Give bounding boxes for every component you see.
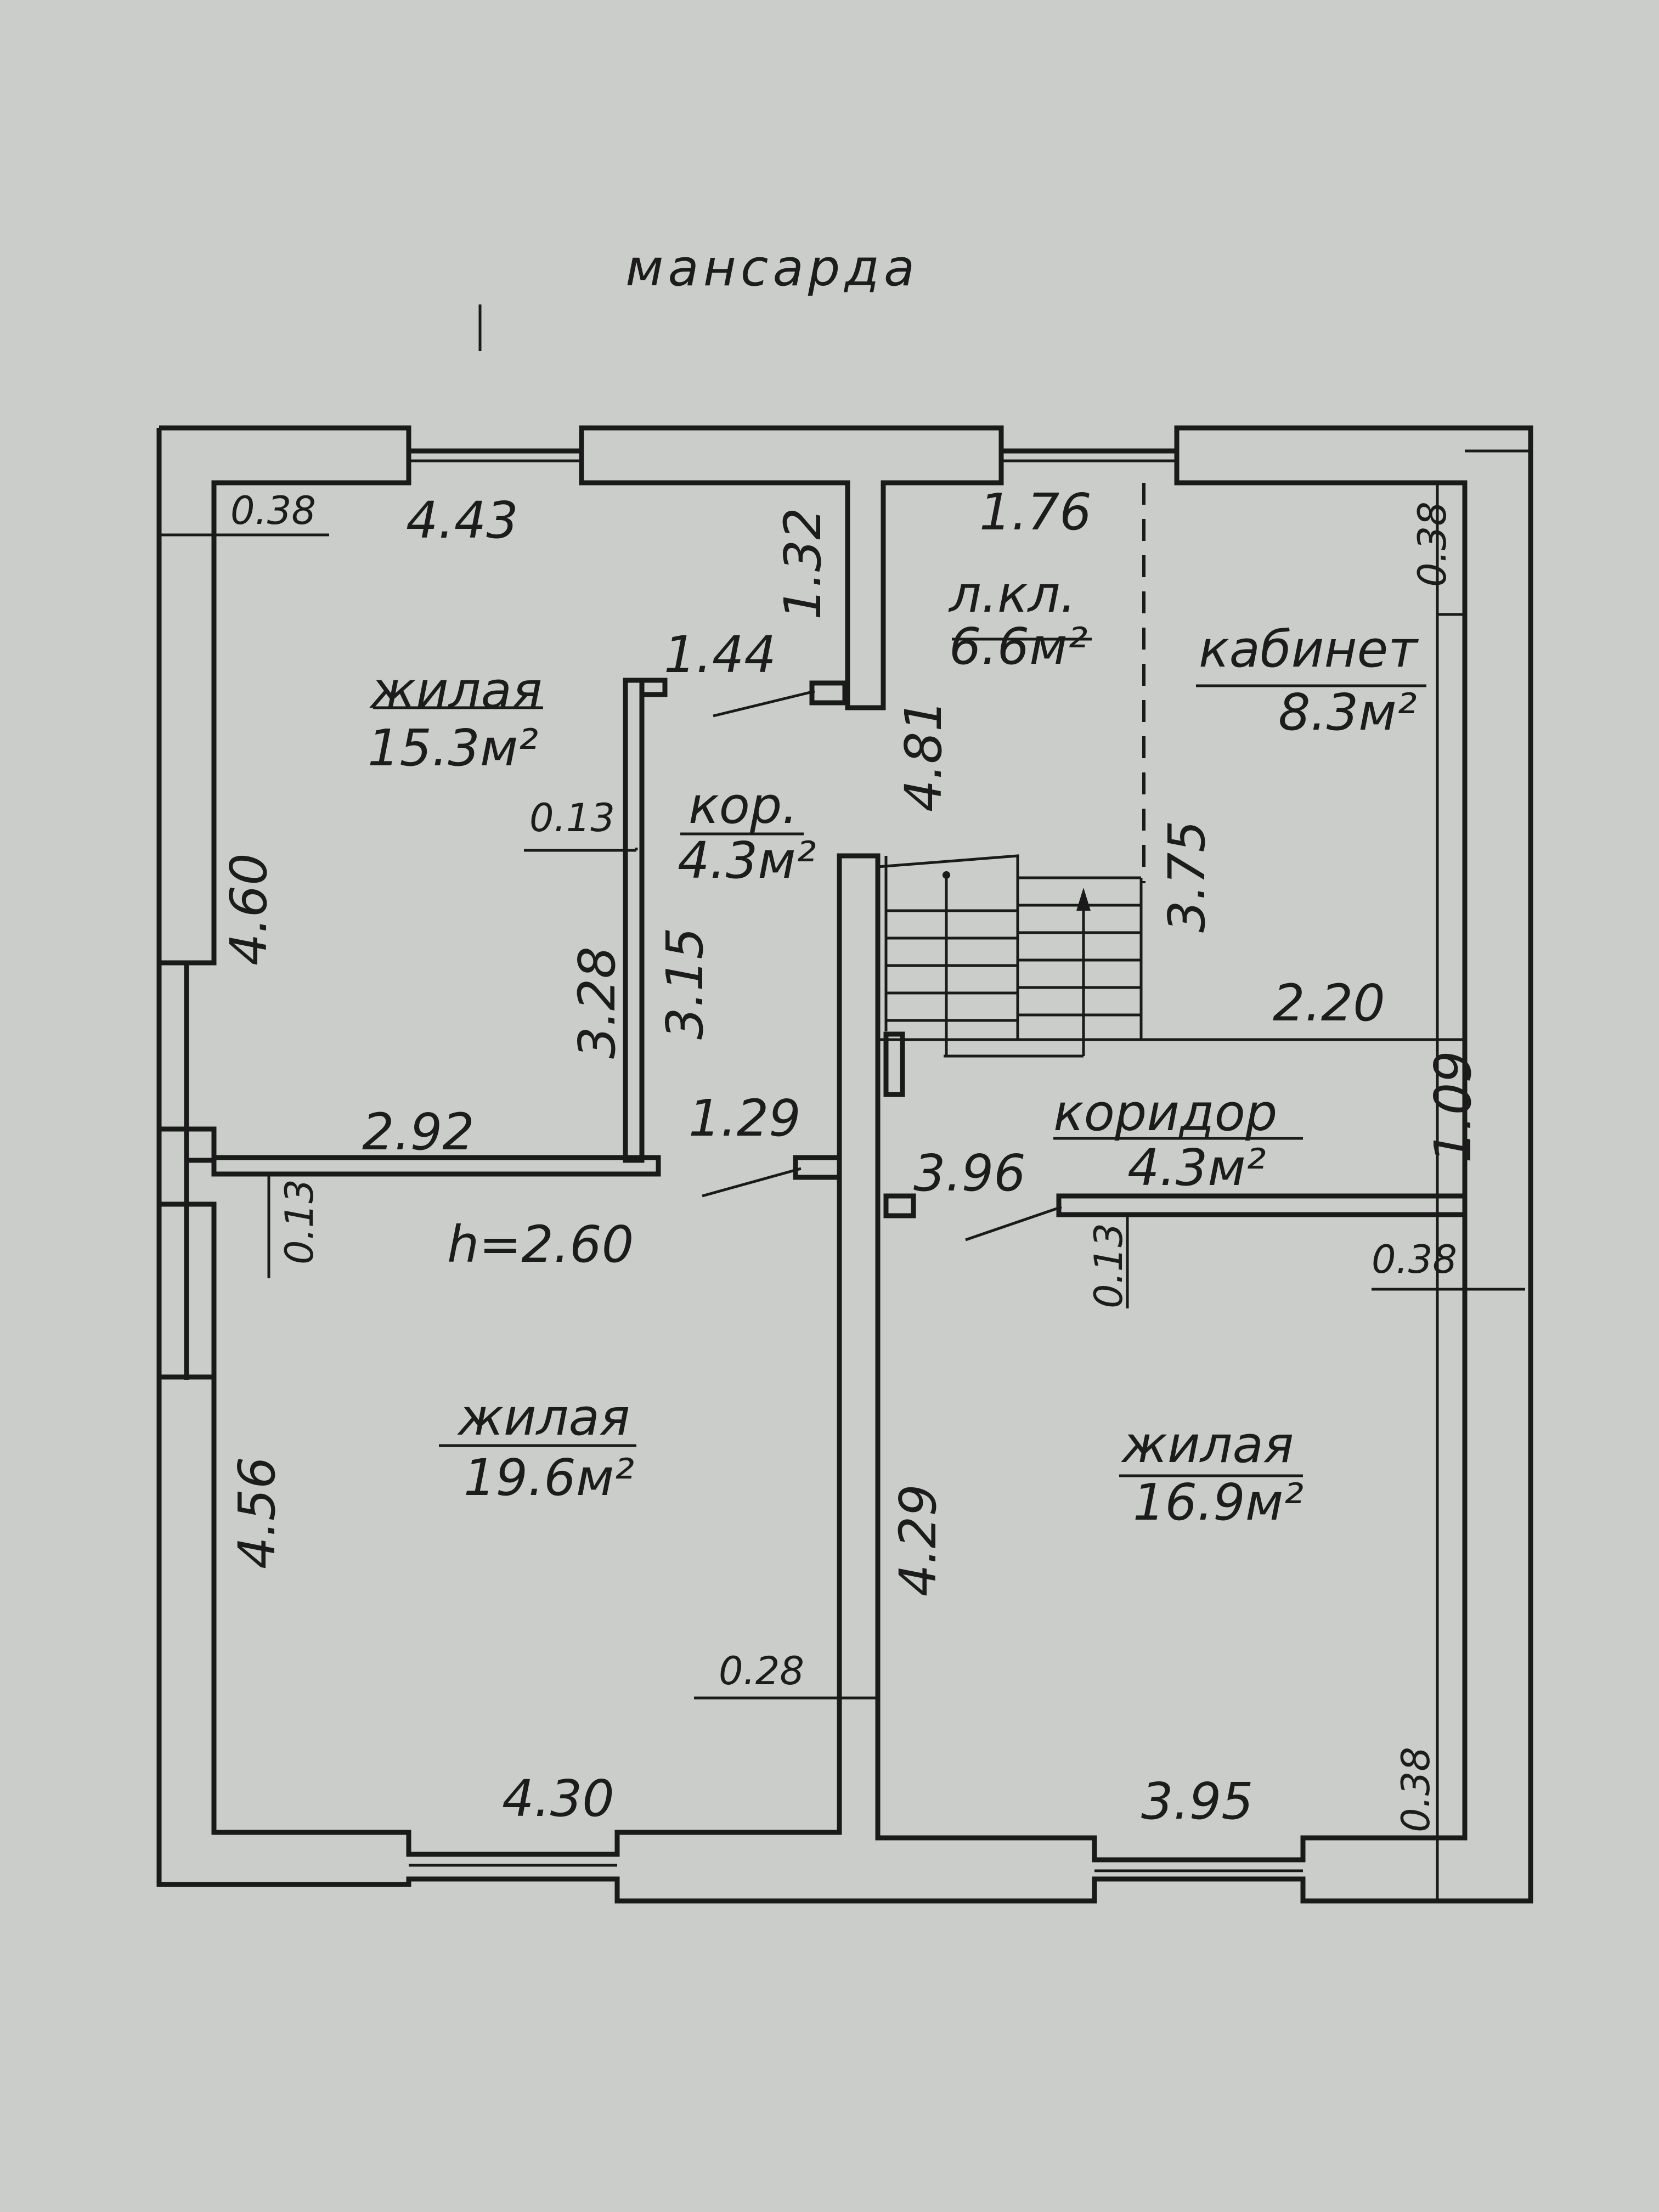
- room-area-corridor-small: 4.3м²: [678, 831, 816, 890]
- dim-3-96: 3.96: [913, 1144, 1026, 1203]
- room-name-stair: л.кл.: [948, 565, 1076, 624]
- room-area-living-sw: 19.6м²: [464, 1448, 634, 1507]
- dim-0-28: 0.28: [719, 1649, 804, 1694]
- dim-3-75: 3.75: [1158, 820, 1216, 933]
- dim-4-81: 4.81: [894, 699, 953, 812]
- dim-0-13-c: 0.13: [1086, 1223, 1131, 1308]
- dim-4-60: 4.60: [219, 853, 278, 966]
- room-name-office: кабинет: [1199, 620, 1419, 679]
- dim-4-56: 4.56: [228, 1457, 286, 1569]
- room-name-living-nw: жилая: [369, 661, 542, 720]
- room-labels: жилая 15.3м² кор. 4.3м² л.кл. 6.6м² каби…: [368, 565, 1419, 1532]
- room-area-living-se: 16.9м²: [1133, 1473, 1304, 1532]
- staircase: [877, 854, 1143, 1058]
- dim-4-29: 4.29: [889, 1484, 947, 1596]
- dim-4-30: 4.30: [502, 1769, 614, 1828]
- dim-1-76: 1.76: [979, 483, 1092, 541]
- dim-0-13-a: 0.13: [529, 795, 615, 840]
- dim-0-38-se: 0.38: [1393, 1747, 1438, 1832]
- room-area-stair: 6.6м²: [949, 617, 1088, 676]
- room-area-corridor-east: 4.3м²: [1127, 1138, 1266, 1197]
- room-name-living-se: жилая: [1121, 1415, 1294, 1474]
- dim-0-38-ne: 0.38: [1410, 501, 1455, 587]
- dim-3-28: 3.28: [568, 946, 627, 1059]
- stair-arrow-icon: [1076, 888, 1091, 911]
- dim-4-43: 4.43: [406, 491, 518, 550]
- dim-3-95: 3.95: [1141, 1772, 1254, 1831]
- dim-1-44: 1.44: [664, 625, 776, 684]
- dim-2-92: 2.92: [362, 1103, 475, 1161]
- walls: [156, 425, 1533, 1904]
- room-area-living-nw: 15.3м²: [368, 719, 538, 777]
- dim-3-15: 3.15: [656, 927, 714, 1040]
- room-area-office: 8.3м²: [1278, 683, 1417, 742]
- room-name-corridor-small: кор.: [689, 776, 798, 835]
- dim-1-09: 1.09: [1424, 1051, 1482, 1163]
- room-name-corridor-east: коридор: [1053, 1084, 1277, 1142]
- dim-1-32: 1.32: [774, 507, 832, 620]
- room-name-living-sw: жилая: [457, 1388, 630, 1447]
- dim-0-38-nw: 0.38: [230, 488, 316, 533]
- leader-lines: [159, 533, 1525, 1901]
- dim-0-38-e: 0.38: [1372, 1237, 1457, 1282]
- plan-title: мансарда: [625, 239, 919, 297]
- dimension-labels: 0.38 4.43 1.32 1.76 0.38 1.44 0.13 4.81 …: [219, 483, 1482, 1832]
- dim-0-13-b: 0.13: [277, 1179, 322, 1265]
- ceiling-height: h=2.60: [447, 1215, 634, 1274]
- dim-2-20: 2.20: [1273, 974, 1385, 1032]
- dim-1-29: 1.29: [689, 1089, 801, 1148]
